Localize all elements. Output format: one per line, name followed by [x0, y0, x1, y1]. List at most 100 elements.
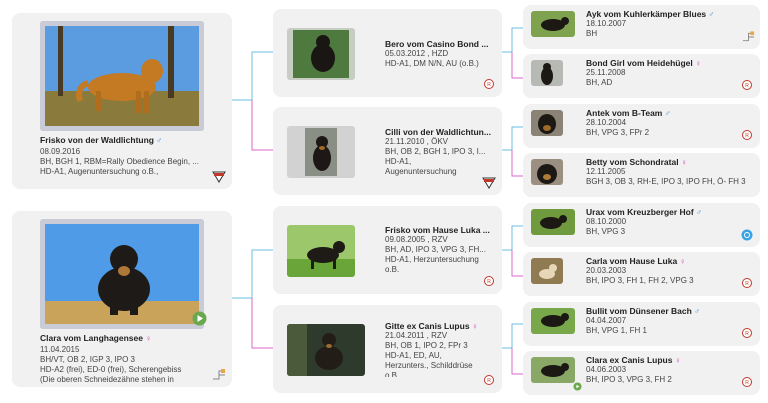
- dog-name[interactable]: Bond Girl vom Heidehügel: [586, 58, 693, 68]
- svg-text:R: R: [745, 83, 749, 89]
- titles: BH, IPO 3, VPG 3, FH 2: [586, 375, 672, 384]
- birth-date: 04.04.2007: [586, 316, 627, 325]
- dog-photo[interactable]: [531, 308, 575, 334]
- titles: BH/VT, OB 2, IGP 3, IPO 3: [40, 355, 135, 364]
- female-icon: ♀: [695, 59, 702, 68]
- pedigree-icon[interactable]: [212, 369, 226, 381]
- dog-photo[interactable]: [531, 159, 563, 185]
- dog-photo[interactable]: [40, 21, 204, 131]
- titles: BH, IPO 3, FH 1, FH 2, VPG 3: [586, 276, 694, 285]
- dog-photo[interactable]: [287, 225, 355, 277]
- dog-name[interactable]: Carla vom Hause Luka: [586, 256, 678, 266]
- dog-card-ggp-8[interactable]: Clara ex Canis Lupus ♀ 04.06.2003 BH, IP…: [523, 351, 760, 395]
- club-badge-icon: R: [484, 79, 494, 89]
- health: HD-A1,: [385, 157, 412, 166]
- male-icon: ♂: [696, 208, 703, 217]
- notes: (Die oberen Schneidezähne stehen in: [40, 375, 174, 384]
- dog-card-ggp-2[interactable]: Bond Girl vom Heidehügel ♀ 25.11.2008 BH…: [523, 54, 760, 98]
- male-icon: ♂: [694, 307, 701, 316]
- female-icon: ♀: [145, 334, 152, 343]
- dog-card-sire[interactable]: Frisko von der Waldlichtung ♂ 08.09.2016…: [12, 13, 232, 189]
- dog-photo[interactable]: [531, 209, 575, 235]
- dog-card-gp-1[interactable]: Bero vom Casino Bond ... 05.03.2012 , HZ…: [273, 9, 502, 97]
- birth-date: 21.11.2010 , ÖKV: [385, 137, 449, 146]
- male-icon: ♂: [708, 10, 715, 19]
- birth-date: 09.08.2005 , RZV: [385, 235, 448, 244]
- dog-photo[interactable]: [531, 110, 563, 136]
- club-badge-icon: R: [742, 278, 752, 288]
- club-logo-icon: [212, 171, 226, 183]
- female-icon: ♀: [679, 257, 686, 266]
- notes: Herzunters., Schilddrüse: [385, 361, 473, 370]
- dog-card-gp-4[interactable]: Gitte ex Canis Lupus ♀ 21.04.2011 , RZV …: [273, 305, 502, 393]
- health: HD-A1, DM N/N, AU (o.B.): [385, 59, 479, 68]
- titles: BGH 3, OB 3, RH-E, IPO 3, IPO FH, Ö- FH …: [586, 177, 746, 186]
- dog-name[interactable]: Frisko von der Waldlichtung: [40, 135, 154, 145]
- dog-card-ggp-5[interactable]: Urax vom Kreuzberger Hof ♂ 08.10.2000 BH…: [523, 203, 760, 247]
- play-icon[interactable]: [573, 382, 582, 391]
- dog-card-gp-3[interactable]: Frisko vom Hause Luka ... 09.08.2005 , R…: [273, 206, 502, 294]
- dog-name[interactable]: Cilli von der Waldlichtun...: [385, 127, 491, 137]
- dog-name[interactable]: Bullit vom Dünsener Bach: [586, 306, 692, 316]
- dog-name[interactable]: Gitte ex Canis Lupus: [385, 321, 470, 331]
- club-badge-icon: R: [742, 328, 752, 338]
- dog-photo[interactable]: [531, 258, 563, 284]
- female-icon: ♀: [680, 158, 687, 167]
- play-icon[interactable]: [192, 311, 207, 326]
- dog-card-ggp-6[interactable]: Carla vom Hause Luka ♀ 20.03.2003 BH, IP…: [523, 252, 760, 296]
- dog-photo[interactable]: [40, 219, 204, 329]
- dog-name[interactable]: Urax vom Kreuzberger Hof: [586, 207, 694, 217]
- health: HD-A1, Augenuntersuchung o.B.,: [40, 167, 159, 176]
- club-badge-icon: R: [742, 377, 752, 387]
- titles: BH, AD: [586, 78, 613, 87]
- dog-card-ggp-3[interactable]: Antek vom B-Team ♂ 28.10.2004 BH, VPG 3,…: [523, 104, 760, 148]
- birth-date: 08.09.2016: [40, 147, 81, 156]
- pedigree-icon[interactable]: [742, 31, 755, 43]
- titles: BH, OB 2, BGH 1, IPO 3, I...: [385, 147, 486, 156]
- birth-date: 18.10.2007: [586, 19, 627, 28]
- dog-name[interactable]: Antek vom B-Team: [586, 108, 663, 118]
- dog-card-gp-2[interactable]: Cilli von der Waldlichtun... 21.11.2010 …: [273, 107, 502, 195]
- dog-card-ggp-7[interactable]: Bullit vom Dünsener Bach ♂ 04.04.2007 BH…: [523, 302, 760, 346]
- club-badge-icon: R: [484, 375, 494, 385]
- svg-text:R: R: [745, 331, 749, 337]
- notes-cont: o.B.: [385, 371, 400, 377]
- svg-text:R: R: [487, 279, 491, 285]
- club-badge-icon: R: [742, 130, 752, 140]
- dog-photo[interactable]: [531, 60, 563, 86]
- dog-photo[interactable]: [287, 126, 355, 178]
- svg-text:R: R: [487, 82, 491, 88]
- health: HD-A1, ED, AU,: [385, 351, 442, 360]
- birth-date: 12.11.2005: [586, 167, 626, 176]
- dog-card-ggp-1[interactable]: Ayk vom Kuhlerkämper Blues ♂ 18.10.2007 …: [523, 5, 760, 49]
- male-icon: ♂: [664, 109, 671, 118]
- svg-text:R: R: [745, 380, 749, 386]
- dog-card-dam[interactable]: Clara vom Langhagensee ♀ 11.04.2015 BH/V…: [12, 211, 232, 387]
- dog-card-ggp-4[interactable]: Betty vom Schondratal ♀ 12.11.2005 BGH 3…: [523, 153, 760, 197]
- dog-photo[interactable]: [531, 11, 575, 37]
- birth-date: 25.11.2008: [586, 68, 626, 77]
- club-badge-icon: R: [742, 80, 752, 90]
- titles: BH, OB 1, IPO 2, FPr 3: [385, 341, 468, 350]
- health: HD-A2 (frei), ED-0 (frei), Scherengebiss: [40, 365, 182, 374]
- titles: BH, VPG 1, FH 1: [586, 326, 647, 335]
- dog-name[interactable]: Frisko vom Hause Luka ...: [385, 225, 490, 235]
- dog-name[interactable]: Clara ex Canis Lupus: [586, 355, 673, 365]
- svg-text:R: R: [745, 281, 749, 287]
- dog-name[interactable]: Bero vom Casino Bond ...: [385, 39, 489, 49]
- club-logo-icon: [482, 177, 496, 189]
- dog-photo[interactable]: [287, 324, 365, 376]
- club-badge-icon: R: [484, 276, 494, 286]
- titles: BH, VPG 3: [586, 227, 626, 236]
- notes: o.B.: [385, 265, 400, 274]
- birth-date: 04.06.2003: [586, 365, 627, 374]
- notes: Augenuntersuchung: [385, 167, 457, 176]
- dog-name[interactable]: Clara vom Langhagensee: [40, 333, 143, 343]
- dog-name[interactable]: Betty vom Schondratal: [586, 157, 679, 167]
- female-icon: ♀: [471, 322, 478, 331]
- svg-text:R: R: [745, 133, 749, 139]
- birth-date: 05.03.2012 , HZD: [385, 49, 449, 58]
- dog-photo[interactable]: [287, 28, 355, 80]
- dog-name[interactable]: Ayk vom Kuhlerkämper Blues: [586, 9, 707, 19]
- dog-photo[interactable]: [531, 357, 575, 383]
